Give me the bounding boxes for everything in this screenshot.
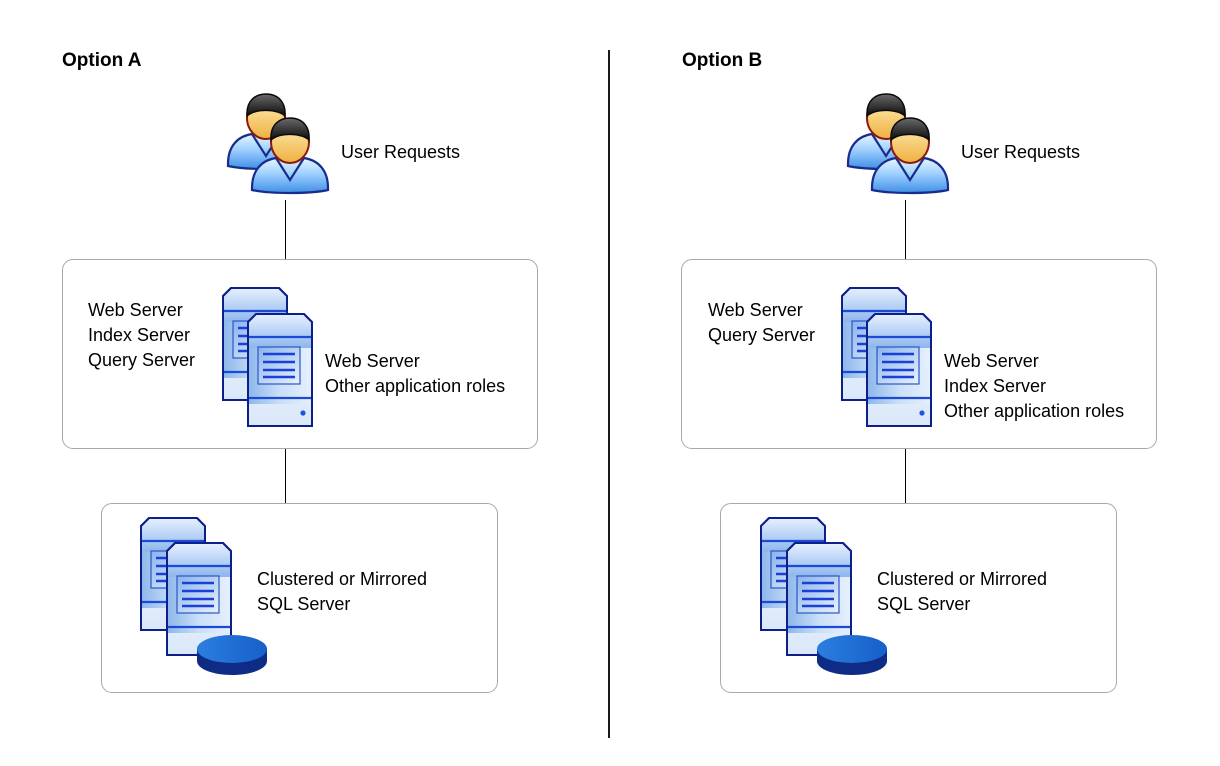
server-pair-icon [840,286,933,428]
connector-app-to-db [285,449,286,503]
user-requests-label: User Requests [341,142,461,162]
role-label: Web Server [325,351,420,371]
role-label: Other application roles [325,376,506,396]
db-label-line: Clustered or Mirrored [257,569,428,589]
db-tier-label: Clustered or Mirrored SQL Server [877,567,1047,617]
option-b-title: Option B [682,50,763,71]
role-label: Query Server [88,350,196,370]
users-icon [226,92,330,195]
database-server-pair-icon [759,516,887,675]
server-pair-icon [221,286,314,428]
connector-users-to-app [285,200,286,259]
role-label: Web Server [708,300,803,320]
db-label-line: SQL Server [257,594,351,614]
app-tier-right-roles: Web Server Other application roles [325,349,505,399]
role-label: Other application roles [944,401,1125,421]
role-label: Index Server [944,376,1047,396]
db-label-line: Clustered or Mirrored [877,569,1048,589]
app-tier-left-roles: Web Server Query Server [708,298,815,348]
app-tier-right-roles: Web Server Index Server Other applicatio… [944,349,1124,424]
user-requests-label: User Requests [961,142,1081,162]
option-a-title: Option A [62,50,142,71]
db-tier-label: Clustered or Mirrored SQL Server [257,567,427,617]
connector-app-to-db [905,449,906,503]
role-label: Index Server [88,325,191,345]
options-divider [608,50,610,738]
db-label-line: SQL Server [877,594,971,614]
app-tier-left-roles: Web Server Index Server Query Server [88,298,195,373]
connector-users-to-app [905,200,906,259]
users-icon [846,92,950,195]
database-server-pair-icon [139,516,267,675]
role-label: Web Server [88,300,183,320]
role-label: Web Server [944,351,1039,371]
role-label: Query Server [708,325,816,345]
